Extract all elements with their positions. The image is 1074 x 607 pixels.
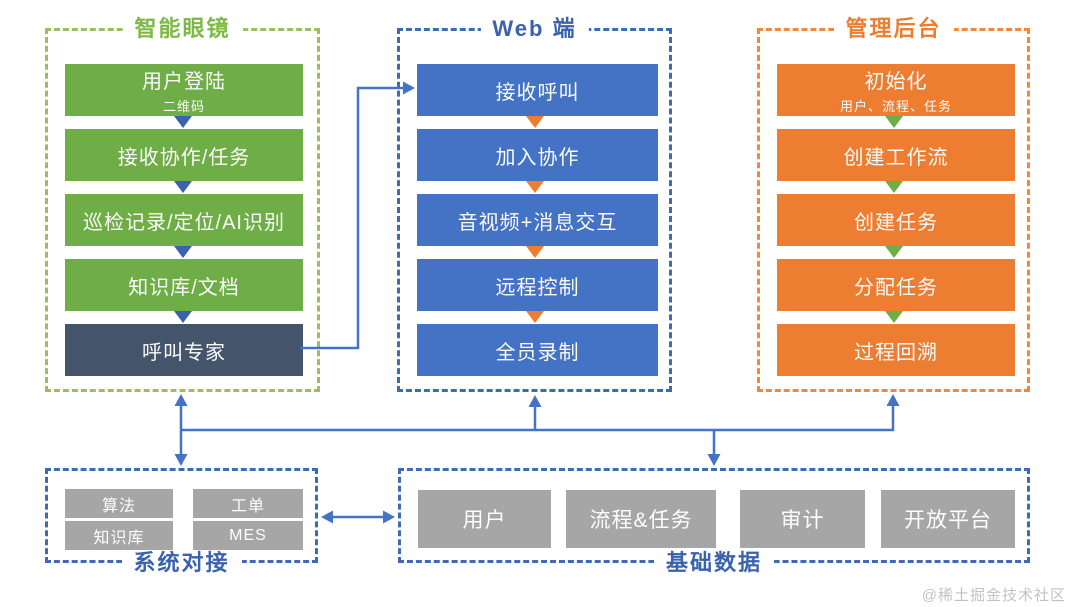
node-users: 用户 xyxy=(418,490,551,548)
node-label: 加入协作 xyxy=(495,146,580,169)
flow-arrow-down-icon xyxy=(525,116,544,128)
arrowhead-up-icon xyxy=(886,394,900,406)
node-call-expert: 呼叫专家 xyxy=(65,324,303,376)
node-receive-collab-task: 接收协作/任务 xyxy=(65,129,303,181)
node-label: 开放平台 xyxy=(904,509,992,532)
arrowhead-down-icon xyxy=(174,454,188,466)
node-open-platform: 开放平台 xyxy=(881,490,1015,548)
node-knowledge-docs: 知识库/文档 xyxy=(65,259,303,311)
group-base-data: 基础数据 用户 流程&任务 审计 开放平台 xyxy=(398,468,1030,577)
arrowhead-right-icon xyxy=(383,510,395,524)
group-title-base-data: 基础数据 xyxy=(653,549,775,577)
node-label: 音视频+消息交互 xyxy=(457,211,618,234)
node-label: 创建工作流 xyxy=(843,146,949,169)
node-sublabel: 用户、流程、任务 xyxy=(839,99,952,114)
node-label: 过程回溯 xyxy=(854,341,938,364)
node-algorithm: 算法 xyxy=(65,489,173,518)
node-label: 接收协作/任务 xyxy=(117,146,251,169)
node-sublabel: 二维码 xyxy=(162,99,205,114)
node-process-tasks: 流程&任务 xyxy=(566,490,716,548)
flow-arrow-down-icon xyxy=(884,181,903,193)
flow-arrow-down-icon xyxy=(884,311,903,323)
watermark: @稀土掘金技术社区 xyxy=(921,587,1066,604)
flow-arrow-down-icon xyxy=(173,311,192,323)
arrowhead-up-icon xyxy=(174,394,188,406)
flow-arrow-down-icon xyxy=(173,246,192,258)
node-label: 知识库/文档 xyxy=(128,276,240,299)
node-label: 创建任务 xyxy=(854,211,938,234)
node-label: MES xyxy=(229,526,267,544)
node-label: 算法 xyxy=(101,497,136,515)
flow-arrow-down-icon xyxy=(884,116,903,128)
node-inspection-ai: 巡检记录/定位/AI识别 xyxy=(65,194,303,246)
arrowhead-up-icon xyxy=(528,395,542,407)
node-label: 初始化 xyxy=(864,71,928,93)
node-create-workflow: 创建工作流 xyxy=(777,129,1015,181)
node-join-collab: 加入协作 xyxy=(417,129,658,181)
flow-arrow-down-icon xyxy=(525,181,544,193)
node-label: 用户登陆 xyxy=(142,71,226,93)
group-admin: 管理后台 初始化 用户、流程、任务 创建工作流 创建任务 分配任务 过程回溯 xyxy=(757,15,1030,392)
node-create-task: 创建任务 xyxy=(777,194,1015,246)
node-work-order: 工单 xyxy=(193,489,303,518)
node-user-login: 用户登陆 二维码 xyxy=(65,64,303,116)
node-remote-control: 远程控制 xyxy=(417,259,658,311)
node-audit: 审计 xyxy=(740,490,865,548)
group-title-web: Web 端 xyxy=(480,15,589,43)
node-label: 远程控制 xyxy=(495,276,580,299)
flow-arrow-down-icon xyxy=(173,116,192,128)
node-mes: MES xyxy=(193,521,303,550)
group-title-admin: 管理后台 xyxy=(833,15,954,43)
flow-arrow-down-icon xyxy=(173,181,192,193)
flow-arrow-down-icon xyxy=(525,246,544,258)
node-label: 审计 xyxy=(780,509,825,532)
flow-arrow-down-icon xyxy=(525,311,544,323)
node-record-all: 全员录制 xyxy=(417,324,658,376)
node-initialize: 初始化 用户、流程、任务 xyxy=(777,64,1015,116)
group-system-integration: 系统对接 算法 工单 知识库 MES xyxy=(45,468,318,577)
node-label: 用户 xyxy=(462,509,507,532)
arrowhead-down-icon xyxy=(707,454,721,466)
connector-bus-line xyxy=(181,405,895,432)
group-smart-glasses: 智能眼镜 用户登陆 二维码 接收协作/任务 巡检记录/定位/AI识别 知识库/文… xyxy=(45,15,320,392)
node-av-message: 音视频+消息交互 xyxy=(417,194,658,246)
group-web: Web 端 接收呼叫 加入协作 音视频+消息交互 远程控制 全员录制 xyxy=(397,15,672,392)
flow-arrow-down-icon xyxy=(884,246,903,258)
node-label: 呼叫专家 xyxy=(142,341,226,364)
node-label: 接收呼叫 xyxy=(495,81,580,104)
node-label: 巡检记录/定位/AI识别 xyxy=(82,211,285,234)
node-receive-call: 接收呼叫 xyxy=(417,64,658,116)
node-process-trace: 过程回溯 xyxy=(777,324,1015,376)
group-title-smart-glasses: 智能眼镜 xyxy=(122,15,243,43)
node-assign-task: 分配任务 xyxy=(777,259,1015,311)
node-label: 流程&任务 xyxy=(589,509,693,532)
node-label: 分配任务 xyxy=(854,276,938,299)
node-label: 知识库 xyxy=(93,529,145,547)
node-label: 工单 xyxy=(230,497,265,515)
node-label: 全员录制 xyxy=(495,341,580,364)
node-knowledge-base: 知识库 xyxy=(65,521,173,550)
arrowhead-left-icon xyxy=(321,510,333,524)
group-title-system-integration: 系统对接 xyxy=(121,549,242,577)
